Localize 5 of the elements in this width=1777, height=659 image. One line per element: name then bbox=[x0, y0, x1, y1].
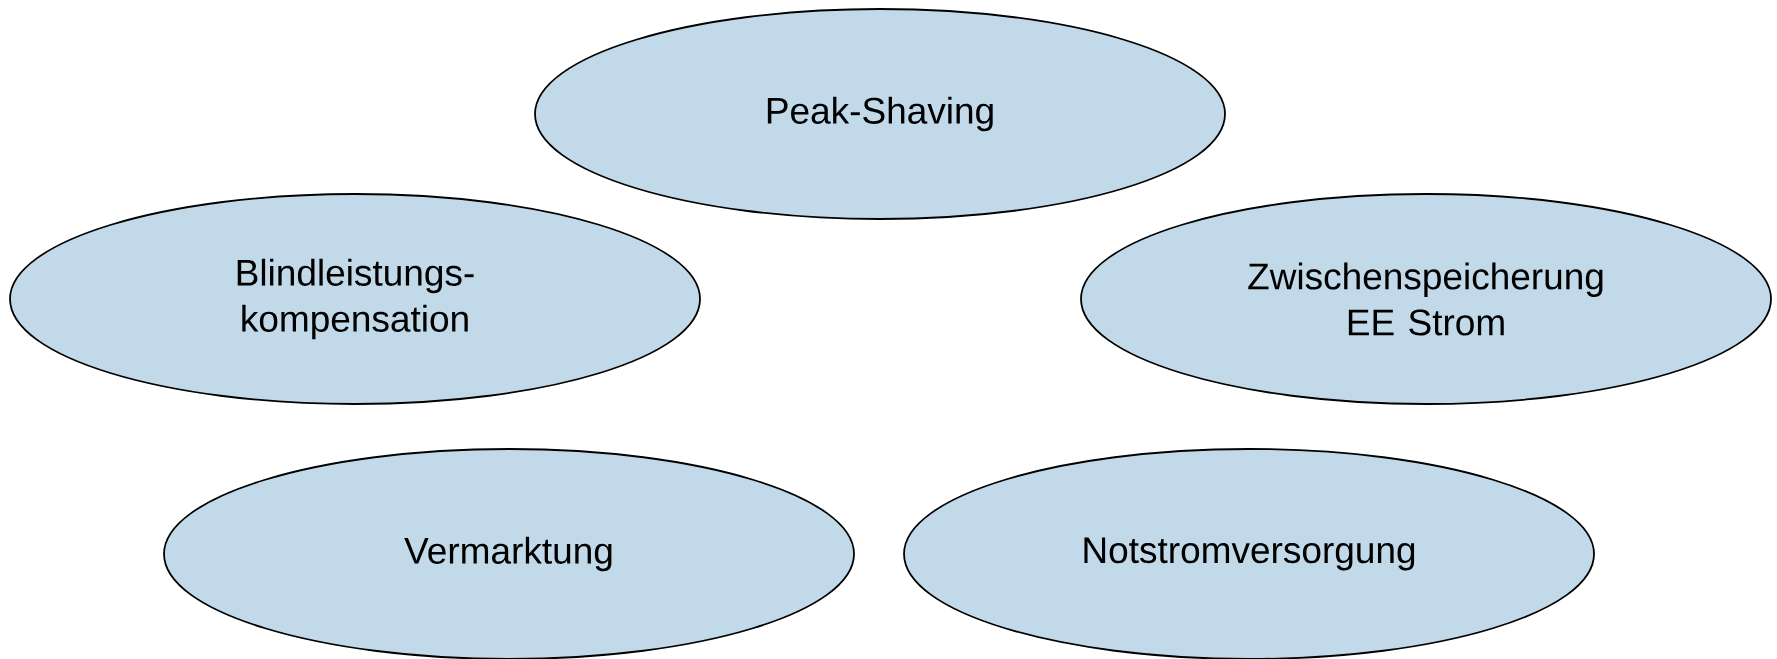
ellipse-node: Notstromversorgung bbox=[903, 448, 1595, 659]
ellipse-node: Vermarktung bbox=[163, 448, 855, 659]
ellipse-node: Zwischenspeicherung EE Strom bbox=[1080, 193, 1772, 405]
ellipse-node: Blindleistungs- kompensation bbox=[9, 193, 701, 405]
ellipse-node: Peak-Shaving bbox=[534, 8, 1226, 220]
